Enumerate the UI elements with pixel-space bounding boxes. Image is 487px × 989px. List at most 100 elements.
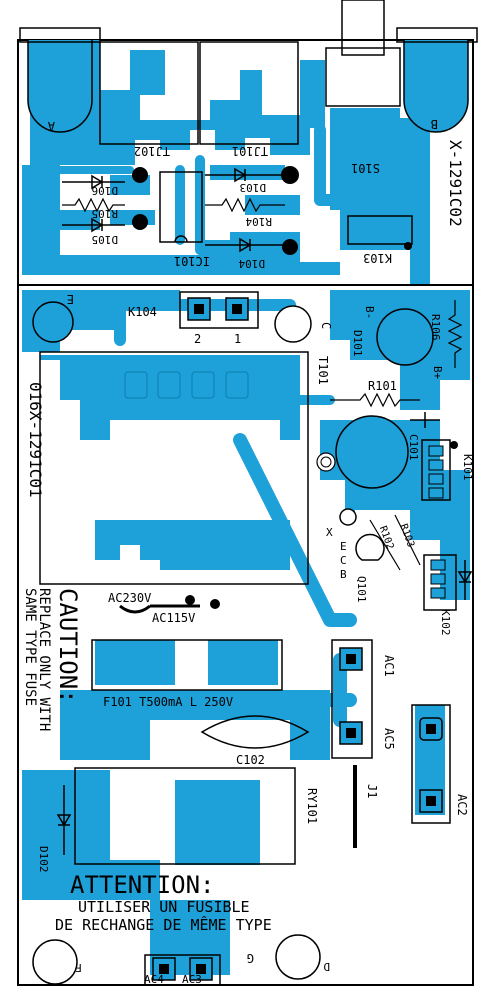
label-b-q: B: [340, 568, 347, 581]
label-f: F: [75, 961, 82, 974]
label-d103: D103: [240, 181, 267, 194]
label-r104: R104: [245, 215, 272, 228]
attention-title: ATTENTION:: [70, 871, 215, 899]
ac4-ac3-outline: [144, 954, 221, 986]
lower-copper-pour-relay: [22, 770, 260, 900]
x-point: [339, 508, 357, 526]
label-c102: C102: [236, 753, 265, 767]
label-f101: F101 T500mA L 250V: [103, 695, 233, 709]
d106-symbol: [62, 174, 125, 190]
label-d: D: [323, 960, 330, 973]
lower-board-outline: [17, 284, 474, 986]
t101-outline: [39, 351, 309, 585]
upper-trace-right: [314, 124, 346, 206]
caution-title: CAUTION:: [54, 588, 82, 704]
label-d102: D102: [37, 846, 50, 873]
d103-symbol: [205, 167, 285, 183]
upper-copper-pour-5: [110, 175, 155, 225]
label-ac5: AC5: [382, 728, 396, 750]
test-point: [316, 452, 336, 472]
caution-line1: REPLACE ONLY WITH: [36, 588, 52, 731]
label-k103: K103: [363, 251, 392, 265]
lower-copper-fuse-pad-l: [95, 640, 175, 685]
pad-dot: [281, 166, 299, 184]
label-d101: D101: [351, 330, 364, 357]
t101-pad: [157, 371, 181, 399]
t101-pad: [225, 371, 249, 399]
d104-symbol: [205, 237, 285, 253]
k103-outline: [347, 215, 413, 245]
caution-line2: SAME TYPE FUSE: [22, 588, 38, 706]
mount-f: [32, 939, 78, 985]
r103-symbol: [394, 514, 421, 566]
upper-copper-pour-4: [330, 108, 430, 285]
lower-trace-1: [233, 433, 357, 627]
mount-e: [32, 301, 74, 343]
d101-circle: [376, 308, 434, 366]
tj101-outline: [199, 41, 299, 145]
attention-line1: UTILISER UN FUSIBLE: [78, 898, 250, 916]
label-ac2: AC2: [455, 794, 469, 816]
label-pin1: 1: [234, 332, 241, 346]
upper-copper-pour-6: [210, 165, 300, 215]
t101-pad: [191, 371, 215, 399]
label-g: G: [247, 951, 254, 965]
label-ac3: AC3: [182, 973, 202, 986]
f101-outline: [91, 639, 283, 691]
label-k104: K104: [128, 305, 157, 319]
label-c101: C101: [407, 434, 420, 461]
mount-c: [274, 305, 312, 343]
c101-circle: [335, 415, 409, 489]
label-tj102: TJ102: [134, 144, 170, 158]
pad-dot: [132, 214, 148, 230]
ac-connector-outline: [331, 639, 373, 759]
label-t101: T101: [316, 356, 330, 385]
label-r105: R105: [92, 207, 119, 220]
q101-symbol: [355, 533, 385, 561]
tj102-outline: [99, 41, 199, 145]
r106-symbol: [447, 300, 463, 368]
ry101-outline: [74, 767, 296, 865]
c102-outline: [200, 715, 310, 749]
pad-dot: [282, 239, 298, 255]
s101-body: [341, 0, 385, 56]
upper-trace-ic: [175, 155, 205, 255]
sensor-a: A: [19, 27, 101, 133]
label-d105: D105: [92, 233, 119, 246]
label-b-plus: B+: [431, 366, 444, 380]
label-k101: K101: [461, 454, 474, 481]
t101-pad: [185, 520, 210, 560]
t101-pad: [95, 520, 120, 560]
t101-pad: [230, 520, 255, 560]
label-q101: Q101: [355, 576, 368, 603]
k102-outline: [423, 554, 457, 611]
label-b: B: [431, 117, 438, 131]
d105-symbol: [62, 217, 125, 233]
label-pin2: 2: [194, 332, 201, 346]
label-c-q: C: [340, 554, 347, 567]
label-b-minus: B-: [363, 306, 376, 319]
upper-copper-pour: [22, 40, 325, 165]
voltage-selector: [119, 604, 200, 614]
k104-outline: [179, 291, 259, 329]
board-id-main: 016X-1291C01: [26, 382, 45, 498]
label-k102: K102: [439, 609, 452, 636]
r101-symbol: [330, 392, 420, 408]
k102-diode: [457, 560, 473, 600]
label-s101: S101: [351, 161, 380, 175]
s101-outline: [325, 47, 401, 107]
label-tj101: TJ101: [232, 144, 268, 158]
mount-d: [275, 934, 321, 980]
label-e: E: [67, 292, 74, 306]
label-j1: J1: [365, 784, 379, 798]
label-d104: D104: [238, 257, 265, 270]
label-ac1: AC1: [382, 655, 396, 677]
label-c: C: [319, 322, 333, 329]
label-x: X: [326, 526, 333, 539]
k101-outline: [421, 439, 451, 501]
pad-dot: [132, 167, 148, 183]
label-ac115v: AC115V: [152, 611, 195, 625]
upper-copper-pour-2: [22, 165, 100, 255]
label-ac230v: AC230V: [108, 591, 151, 605]
